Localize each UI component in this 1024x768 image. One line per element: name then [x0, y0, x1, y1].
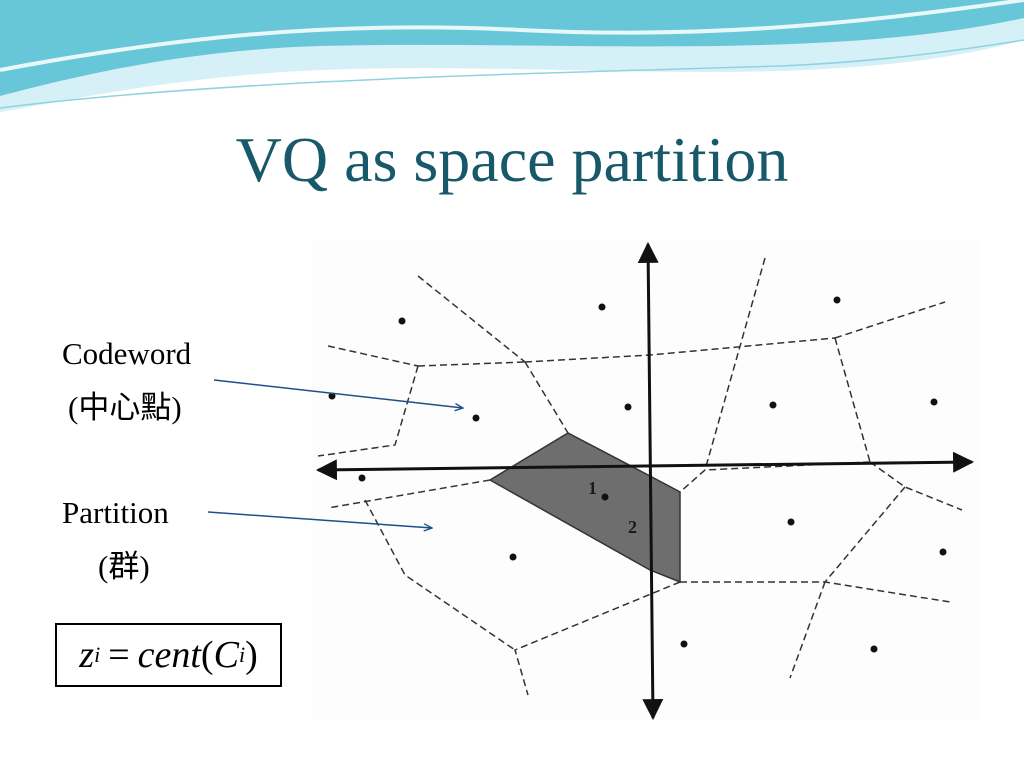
codeword-dot — [787, 518, 795, 526]
codeword-dot — [939, 548, 947, 556]
boundary-line — [327, 479, 491, 509]
boundary-line — [364, 499, 516, 651]
codeword-dot — [624, 403, 632, 411]
formula-lhs-subscript: i — [94, 642, 101, 667]
header-wave-decoration — [0, 0, 1024, 112]
cell-label-2: 2 — [628, 517, 637, 537]
codeword-dot — [398, 317, 406, 325]
header-wave-highlight — [0, 0, 1024, 72]
codeword-dots — [328, 296, 947, 653]
codeword-dot — [870, 645, 878, 653]
partition-label: Partition — [62, 495, 169, 530]
codeword-pointer-arrow — [213, 379, 463, 408]
formula-equals: = — [108, 634, 130, 676]
formula-lhs: z — [79, 634, 95, 676]
codeword-dot — [930, 398, 938, 406]
formula-argument-subscript: i — [238, 642, 246, 667]
codeword-note: (中心點) — [68, 390, 182, 425]
formula-close-paren: ) — [245, 634, 258, 676]
slide-title: VQ as space partition — [235, 124, 789, 195]
boundary-line — [704, 257, 766, 471]
formula-function: cent — [137, 634, 201, 676]
codeword-dot — [328, 392, 336, 400]
partition-note: (群) — [98, 549, 150, 584]
codeword-dot — [358, 474, 366, 482]
vertical-axis — [637, 241, 664, 721]
formula-argument: C — [213, 634, 239, 676]
boundary-line — [417, 275, 526, 363]
boundary-line — [524, 361, 569, 434]
partition-pointer-arrow — [207, 511, 432, 528]
codeword-dot — [769, 401, 777, 409]
codeword-dot — [472, 414, 480, 422]
cell-label-1: 1 — [588, 478, 597, 498]
header-wave-dark — [0, 0, 1024, 96]
codeword-dot — [598, 303, 606, 311]
codeword-dot — [680, 640, 688, 648]
boundary-line — [789, 581, 826, 679]
boundary-line — [417, 361, 526, 367]
codeword-dot — [601, 493, 609, 501]
boundary-line — [834, 301, 946, 339]
codeword-dot — [509, 553, 517, 561]
boundary-line — [327, 345, 419, 367]
formula-open-paren: ( — [200, 634, 214, 676]
codeword-dot — [833, 296, 841, 304]
header-wave-thin-line — [0, 39, 1024, 109]
codeword-label: Codeword — [62, 336, 192, 371]
boundary-line — [824, 486, 906, 583]
boundary-line — [514, 581, 681, 696]
